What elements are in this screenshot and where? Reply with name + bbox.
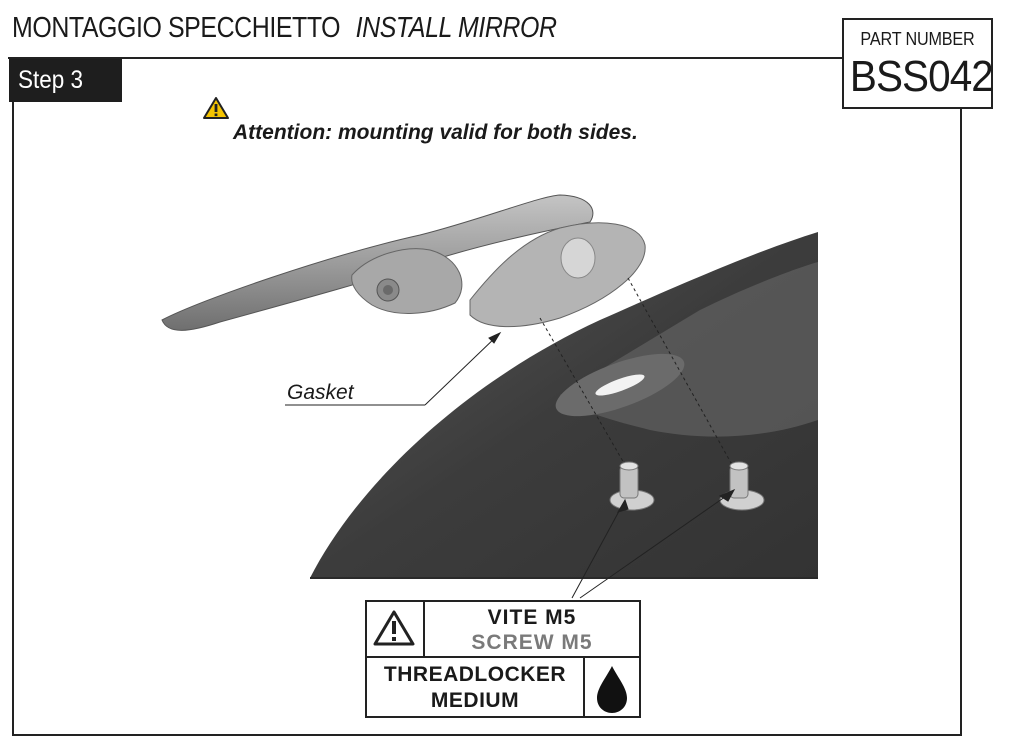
warning-triangle-icon — [203, 97, 229, 119]
document-title: MONTAGGIO SPECCHIETTO INSTALL MIRROR — [12, 12, 557, 45]
step-label: Step 3 — [18, 66, 84, 94]
part-number-label: PART NUMBER — [860, 29, 975, 49]
screw-left — [609, 461, 655, 511]
drop-icon — [597, 666, 627, 713]
drop-cell — [585, 658, 639, 716]
alignment-lines — [539, 277, 736, 471]
screw-name-italian: VITE M5 — [487, 606, 577, 629]
threadlocker-line1: THREADLOCKER — [383, 663, 567, 686]
gasket-label: Gasket — [287, 381, 354, 404]
part-number-box: PART NUMBER BSS042 — [842, 18, 994, 109]
threadlocker-cell: THREADLOCKER MEDIUM — [367, 658, 585, 716]
title-italian: MONTAGGIO SPECCHIETTO — [12, 12, 341, 44]
warning-triangle-icon — [373, 610, 415, 646]
step-frame — [12, 58, 962, 736]
part-number-value: BSS042 — [849, 52, 994, 101]
fairing-panel — [310, 232, 818, 579]
screw-name-english: SCREW M5 — [471, 631, 593, 654]
threadlocker-line2: MEDIUM — [430, 689, 520, 712]
step-tab: Step 3 — [9, 59, 122, 102]
header-rule — [8, 57, 844, 59]
gasket-leader-line — [285, 331, 502, 406]
screw-spec-box: VITE M5 SCREW M5 THREADLOCKER MEDIUM — [365, 600, 641, 718]
title-english: INSTALL MIRROR — [355, 12, 557, 44]
spec-warning-cell — [367, 602, 425, 658]
attention-note: Attention: mounting valid for both sides… — [233, 121, 638, 144]
mirror-mount-arm — [161, 194, 646, 331]
screw-leader-lines — [571, 488, 736, 599]
screw-names-cell: VITE M5 SCREW M5 — [425, 602, 639, 658]
